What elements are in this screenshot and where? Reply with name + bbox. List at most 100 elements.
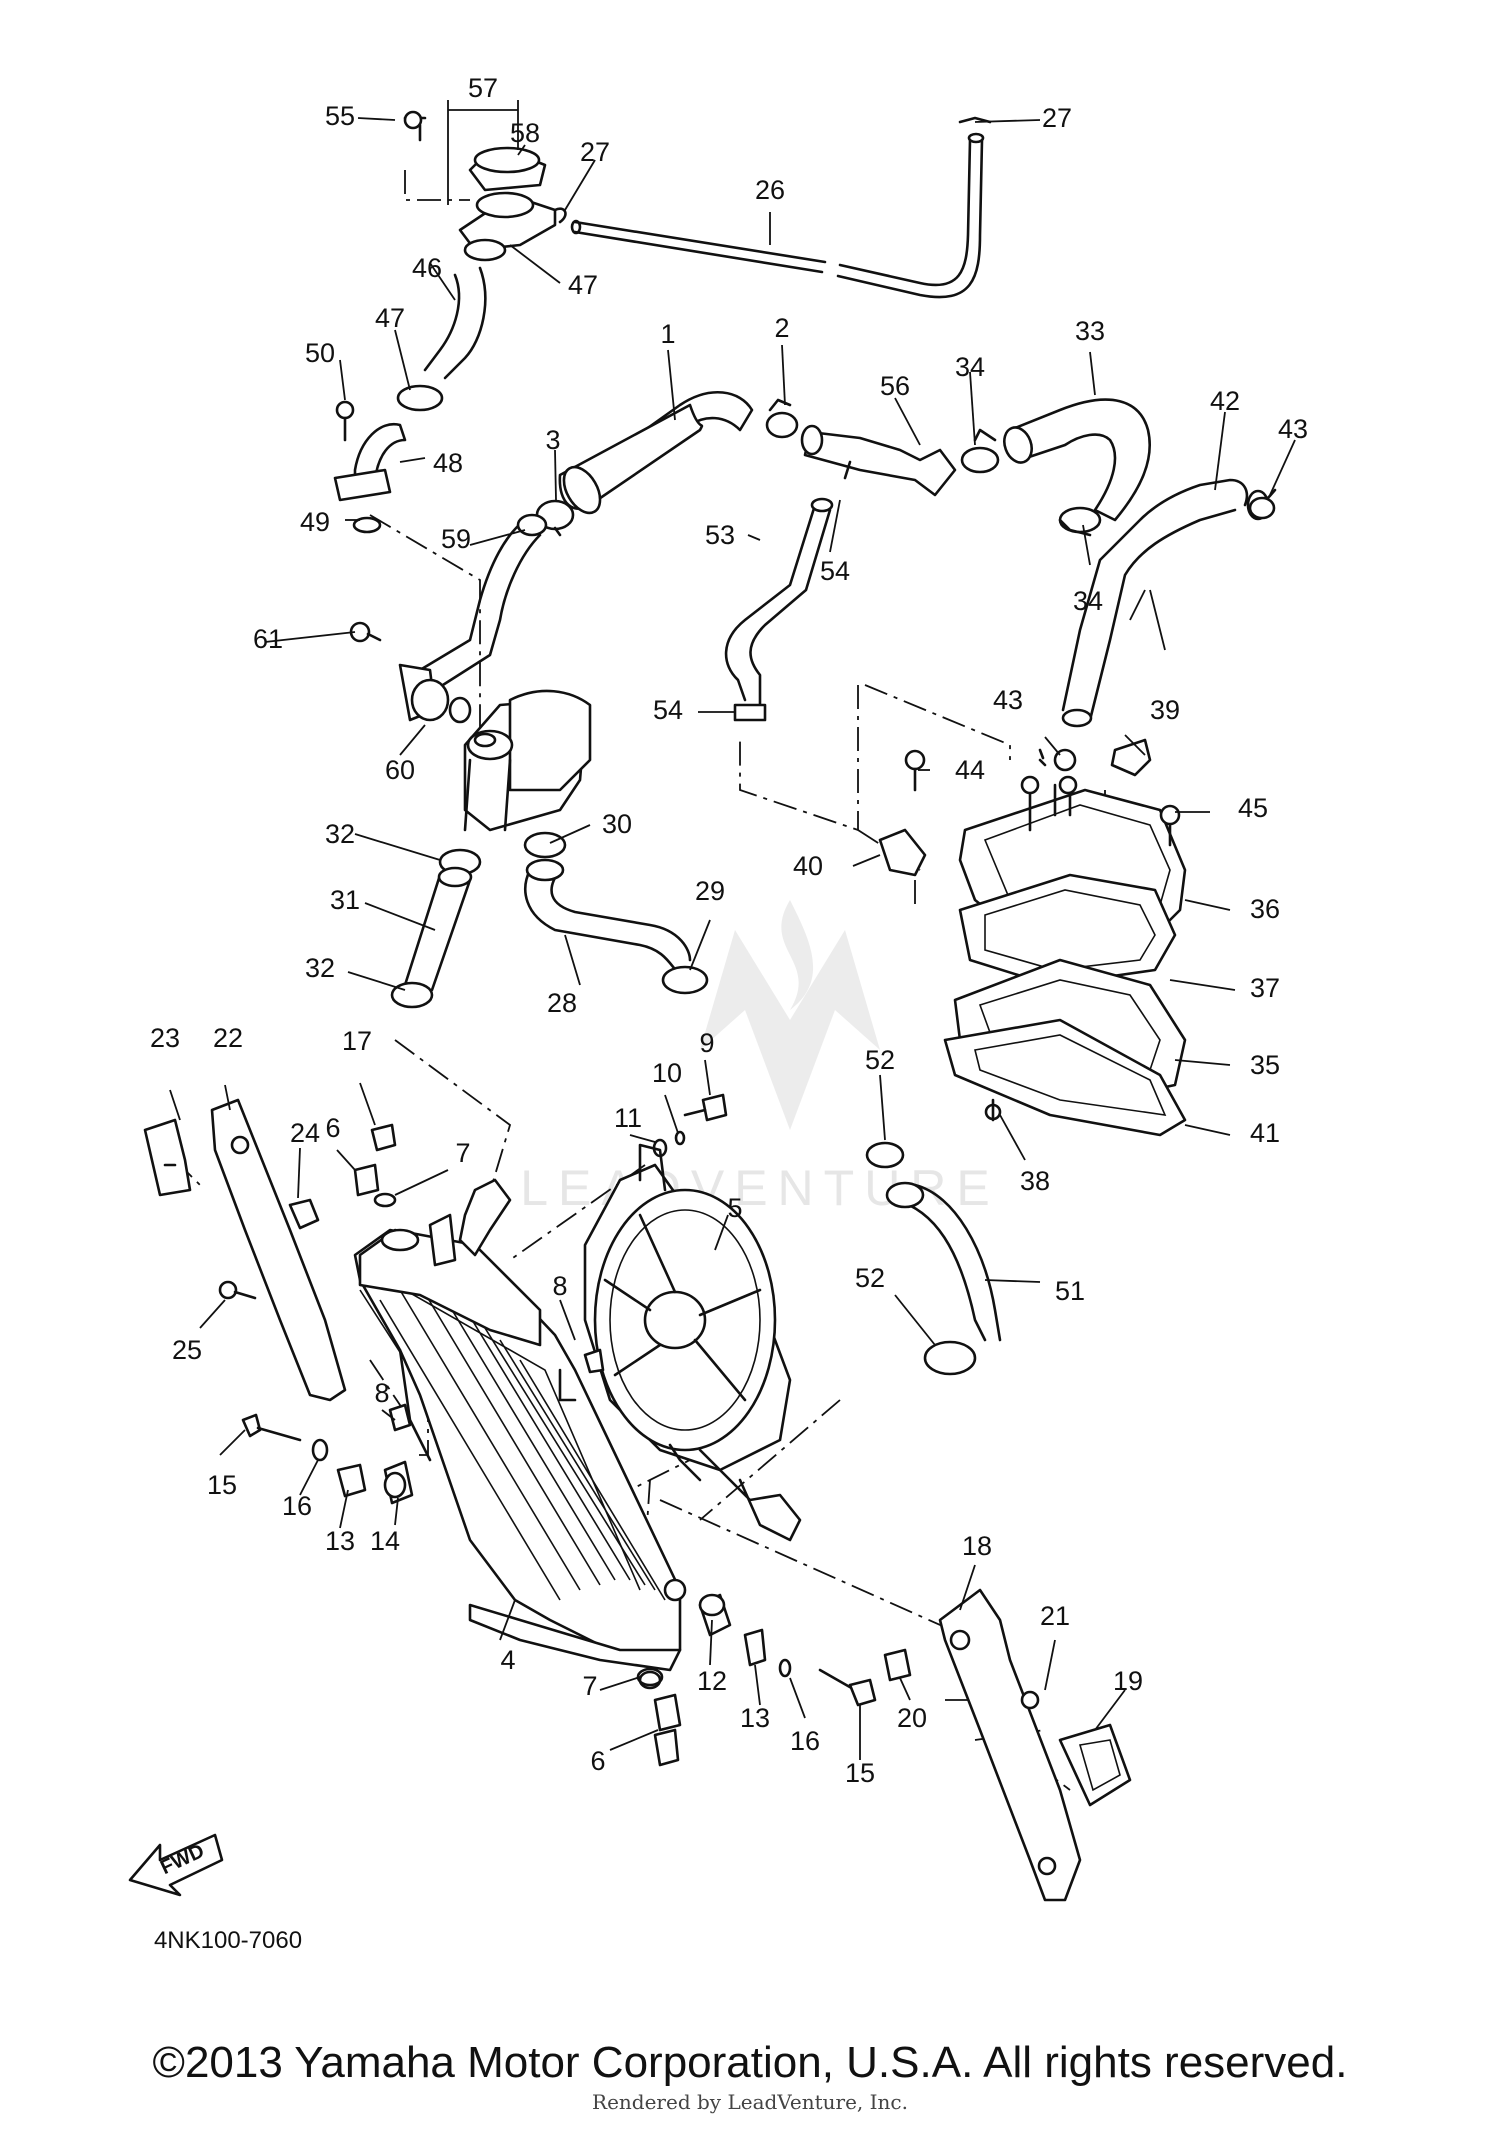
callout-53: 53 [705,520,735,550]
callout-30: 30 [602,809,632,839]
mount-hardware-right [638,1593,912,1767]
callout-35: 35 [1250,1050,1280,1080]
callout-48: 48 [433,448,463,478]
drawing-code: 4NK100-7060 [154,1927,302,1954]
callout-18: 18 [962,1531,992,1561]
filler-neck [403,110,557,252]
callout-43a: 43 [1278,414,1308,444]
callout-41: 41 [1250,1118,1280,1148]
small-bolts [353,1093,728,1732]
callout-16a: 16 [282,1491,312,1521]
callout-37: 37 [1250,973,1280,1003]
callout-44: 44 [955,755,985,785]
radiator-outlet-hose [1003,398,1152,522]
copyright-notice: ©2013 Yamaha Motor Corporation, U.S.A. A… [152,2038,1348,2087]
callout-27b: 27 [580,137,610,167]
callout-32a: 32 [325,819,355,849]
callout-23: 23 [150,1023,180,1053]
callout-59: 59 [441,524,471,554]
thermostat-housing [349,621,592,832]
callout-58: 58 [510,118,540,148]
callout-20: 20 [897,1703,927,1733]
callout-47a: 47 [568,270,598,300]
air-induction-plates [943,775,1187,1137]
callout-9: 9 [699,1028,714,1058]
callout-40: 40 [793,851,823,881]
leader-lines [169,100,1296,1760]
callout-13a: 13 [325,1526,355,1556]
callout-39: 39 [1150,695,1180,725]
coolant-hose-51 [865,1141,1002,1376]
callout-28: 28 [547,988,577,1018]
callout-57: 57 [468,73,498,103]
forward-arrow-icon: FWD [128,1833,224,1897]
callout-61: 61 [253,624,283,654]
callout-2: 2 [774,313,789,343]
callout-8b: 8 [552,1271,567,1301]
callout-19: 19 [1113,1666,1143,1696]
callout-52a: 52 [865,1045,895,1075]
callout-34b: 34 [1073,586,1103,616]
hose-clamps-34 [960,428,1102,537]
left-side-bracket [143,1098,605,1432]
rendered-by-notice: Rendered by LeadVenture, Inc. [592,2090,908,2114]
callout-15b: 15 [845,1758,875,1788]
callout-12: 12 [697,1666,727,1696]
callout-17: 17 [342,1026,372,1056]
callout-25: 25 [172,1335,202,1365]
callout-60: 60 [385,755,415,785]
callout-15a: 15 [207,1470,237,1500]
callout-38: 38 [1020,1166,1050,1196]
callout-7b: 7 [582,1671,597,1701]
callout-49: 49 [300,507,330,537]
cooling-fan [583,1143,802,1542]
callout-1: 1 [660,319,675,349]
callout-10: 10 [652,1058,682,1088]
radiator [353,1178,687,1672]
callout-54b: 54 [653,695,683,725]
callout-7a: 7 [455,1138,470,1168]
callout-26: 26 [755,175,785,205]
callout-34a: 34 [955,352,985,382]
mount-hardware-left [241,1413,414,1505]
watermark-text: LEADVENTURE [520,1160,1000,1216]
lower-hoses [390,831,709,1009]
callout-14: 14 [370,1526,400,1556]
callout-4: 4 [500,1645,515,1675]
breather-hoses [333,238,507,534]
callout-42: 42 [1210,386,1240,416]
callout-56: 56 [880,371,910,401]
callout-16b: 16 [790,1726,820,1756]
callout-24: 24 [290,1118,320,1148]
callout-50: 50 [305,338,335,368]
callout-29: 29 [695,876,725,906]
callout-13b: 13 [740,1703,770,1733]
callout-36: 36 [1250,894,1280,924]
callout-31: 31 [330,885,360,915]
water-hose-59 [418,513,548,692]
right-side-bracket [938,1588,1132,1902]
bypass-hose [800,424,957,497]
callout-11: 11 [614,1103,642,1133]
upper-radiator-hose [558,391,799,515]
callout-22: 22 [213,1023,243,1053]
fittings-small [878,488,1277,877]
callout-51: 51 [1055,1276,1085,1306]
callout-46: 46 [412,253,442,283]
watermark-logo [700,900,880,1130]
callout-47b: 47 [375,303,405,333]
callout-6a: 6 [325,1113,340,1143]
pipe-hose-53 [724,497,834,722]
callout-33: 33 [1075,316,1105,346]
callout-43b: 43 [993,685,1023,715]
callout-45: 45 [1238,793,1268,823]
callout-54a: 54 [820,556,850,586]
callout-3: 3 [545,425,560,455]
callout-8a: 8 [374,1378,389,1408]
overflow-tube [553,116,992,299]
callout-32b: 32 [305,953,335,983]
callout-52b: 52 [855,1263,885,1293]
callout-27a: 27 [1042,103,1072,133]
callout-55: 55 [325,101,355,131]
